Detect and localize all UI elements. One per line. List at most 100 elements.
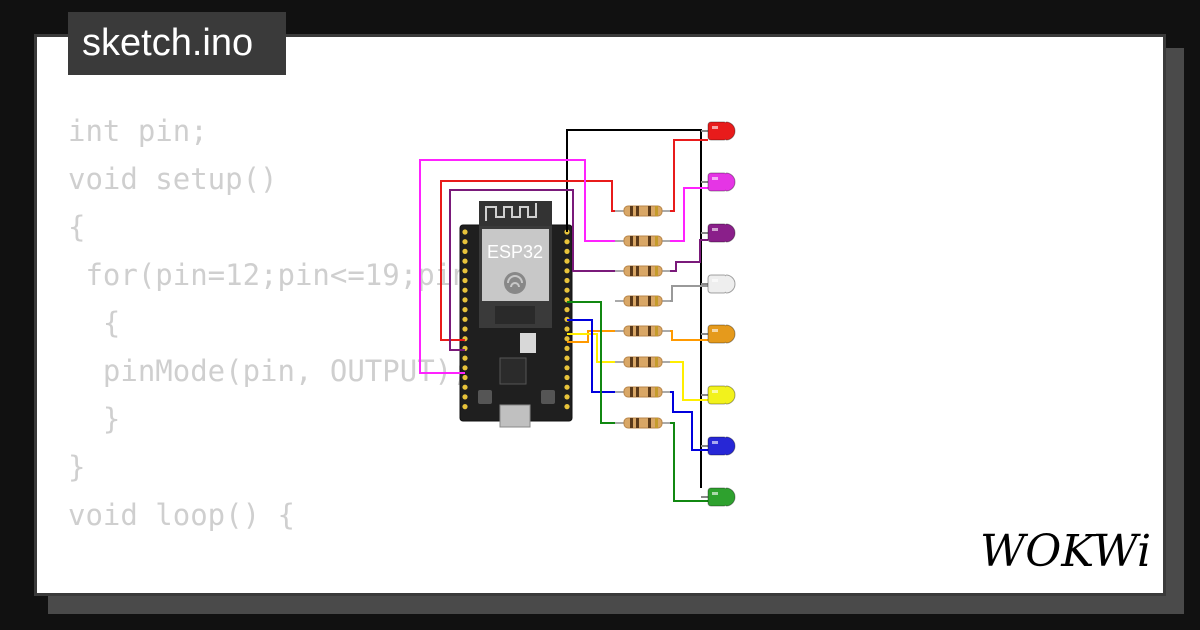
code-line: } [68, 402, 121, 436]
wire [567, 333, 625, 363]
header-pin [564, 365, 570, 371]
header-pin [462, 287, 468, 293]
led-highlight [712, 126, 718, 129]
wifi-antenna [479, 201, 552, 227]
led-dome [725, 436, 736, 456]
resistor-body [623, 295, 663, 307]
resistor-band [655, 236, 658, 246]
header-pin [564, 374, 570, 381]
header-pin [564, 336, 570, 342]
led-dome [725, 487, 736, 507]
resistor-band [636, 357, 639, 367]
wire [660, 361, 708, 401]
wire [449, 189, 625, 351]
code-line: pinMode(pin, OUTPUT); [68, 354, 470, 388]
led-body [707, 172, 728, 192]
header-pin [462, 394, 468, 400]
resistor-band [630, 418, 633, 428]
header-pin [564, 404, 570, 410]
header-pin [462, 229, 468, 235]
code-line: { [68, 210, 86, 244]
led-body [707, 487, 728, 507]
code-line: void setup() [68, 162, 278, 196]
code-line: void loop() { [68, 498, 295, 532]
led-dome [725, 274, 736, 294]
resistor-band [648, 206, 651, 216]
espressif-logo [504, 272, 526, 294]
file-tab[interactable]: sketch.ino [68, 12, 286, 75]
usb-uart-chip [499, 357, 527, 385]
resistor-band [655, 357, 658, 367]
led-array [701, 121, 736, 507]
header-pin [462, 316, 468, 322]
wire [660, 391, 708, 451]
code-line: int pin; [68, 114, 208, 148]
resistor-band [636, 326, 639, 336]
wokwi-logo: WOKWi [980, 526, 1151, 574]
led-dome [725, 172, 736, 192]
resistor-band [655, 206, 658, 216]
resistor-band [636, 266, 639, 276]
resistor-band [655, 296, 658, 306]
resistor-body [623, 235, 663, 247]
wire [567, 301, 625, 424]
resistor-body [623, 205, 663, 217]
resistor-band [648, 357, 651, 367]
resistor-band [630, 326, 633, 336]
resistor-band [655, 418, 658, 428]
esp32-board[interactable]: ESP32 [459, 201, 573, 428]
resistor-band [655, 326, 658, 336]
boot-button[interactable] [541, 390, 555, 404]
gnd-wire [566, 129, 702, 488]
led-highlight [712, 279, 718, 282]
resistor-body [623, 417, 663, 429]
led-body [707, 121, 728, 141]
resistor-band [636, 236, 639, 246]
led-highlight [712, 228, 718, 231]
header-pin [564, 355, 570, 361]
led-body [707, 223, 728, 243]
header-pin [564, 268, 570, 274]
led-highlight [712, 441, 718, 444]
wire [660, 239, 708, 272]
header-pin [462, 365, 468, 371]
header-pin [462, 384, 468, 390]
resistor-band [630, 296, 633, 306]
wire [567, 330, 625, 343]
led-highlight [712, 390, 718, 393]
led-body [707, 385, 728, 405]
led-body [707, 324, 728, 344]
en-button[interactable] [478, 390, 492, 404]
header-pin [564, 239, 570, 245]
resistor-body [623, 325, 663, 337]
micro-usb-port [499, 404, 531, 428]
header-pin [462, 239, 468, 245]
resistor-band [630, 236, 633, 246]
led-highlight [712, 177, 718, 180]
pin-header-left [462, 229, 468, 410]
resistor-band [648, 418, 651, 428]
resistor-band [648, 296, 651, 306]
resistor-band [648, 387, 651, 397]
resistor-body [623, 386, 663, 398]
header-pin [462, 297, 468, 303]
resistor-band [648, 236, 651, 246]
header-pin [462, 404, 468, 410]
board-label: ESP32 [487, 242, 543, 262]
led-dome [725, 385, 736, 405]
resistor-band [630, 266, 633, 276]
led-highlight [712, 329, 718, 332]
header-pin [462, 326, 468, 332]
wire [567, 319, 625, 393]
led-dome [725, 223, 736, 243]
resistor-band [636, 387, 639, 397]
header-pin [564, 258, 570, 264]
resistor-band [636, 206, 639, 216]
led-highlight [712, 492, 718, 495]
header-pin [462, 268, 468, 274]
header-pin [462, 248, 468, 254]
resistor-band [636, 418, 639, 428]
resistor-body [623, 265, 663, 277]
header-pin [462, 277, 468, 284]
